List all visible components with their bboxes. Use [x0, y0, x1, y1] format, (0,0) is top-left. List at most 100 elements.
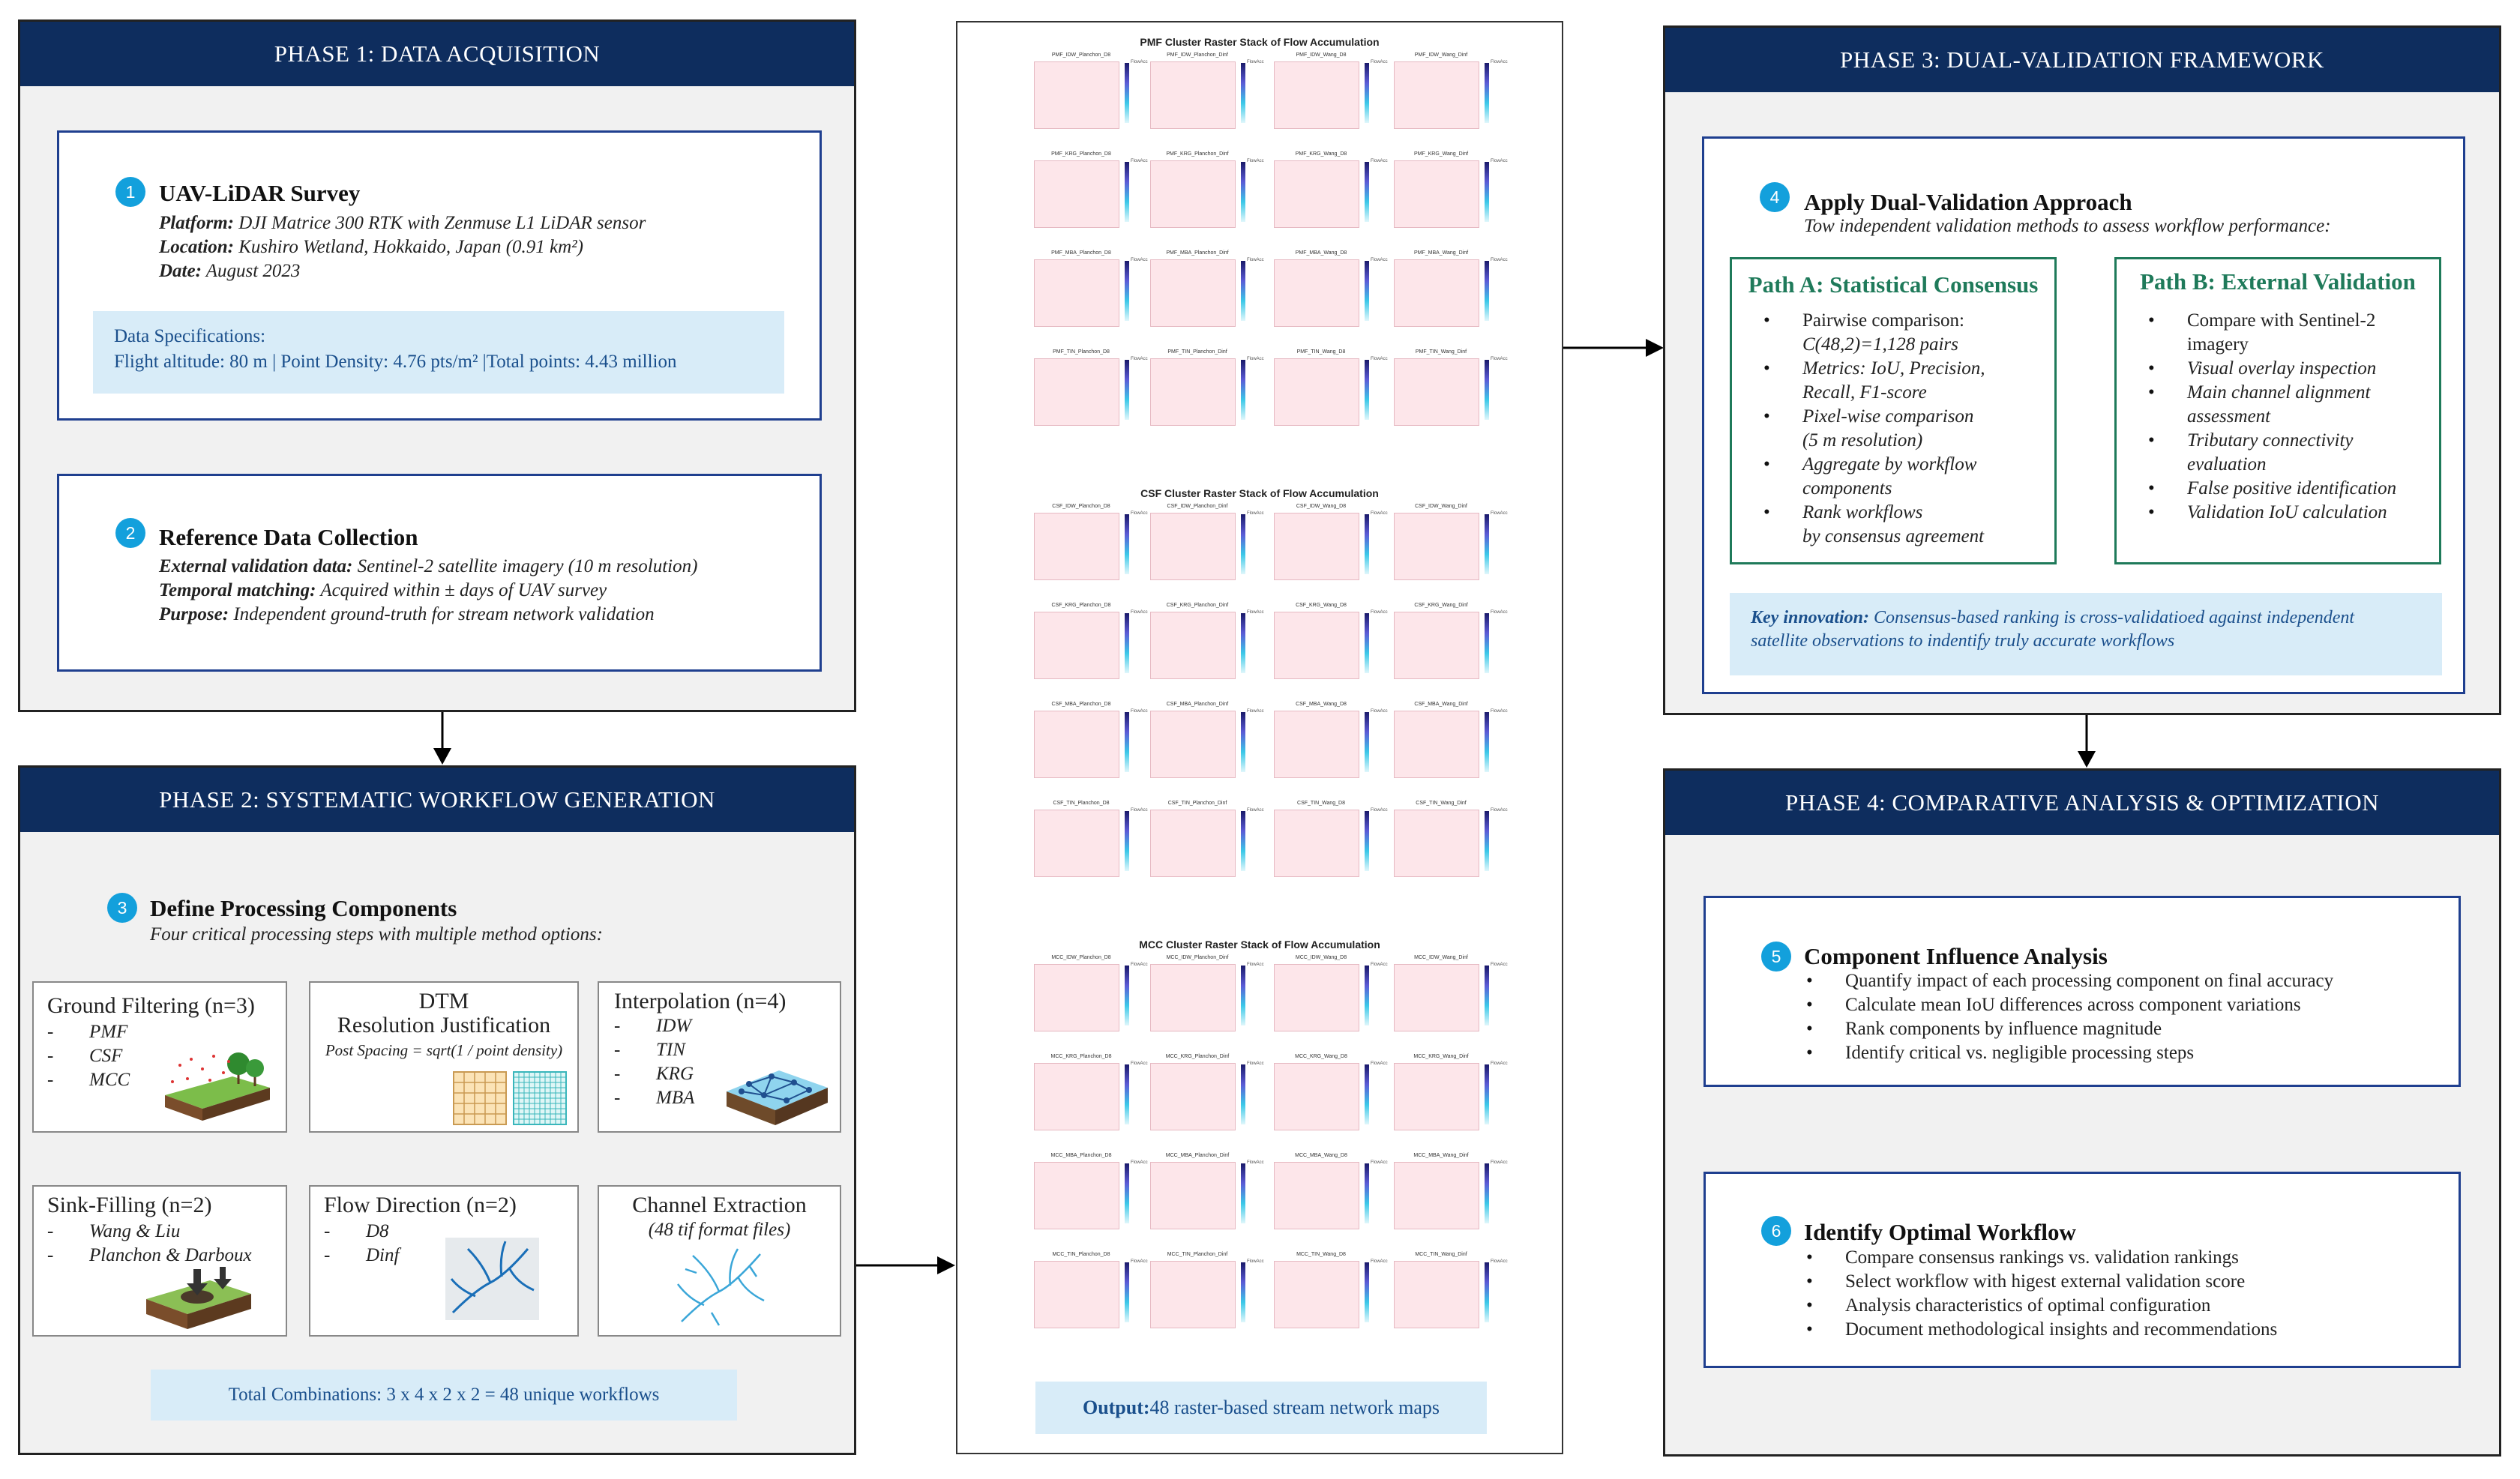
path-b-line-3: Visual overlay inspection — [2187, 358, 2377, 379]
interpolation-box: Interpolation (n=4) - IDW - TIN - KRG - … — [598, 981, 841, 1133]
raster-thumbnail-label: MCC_TIN_Planchon_Dinf — [1167, 1252, 1228, 1257]
colorbar — [1241, 1163, 1245, 1223]
raster-thumbnail-label: CSF_MBA_Planchon_Dinf — [1166, 702, 1229, 707]
raster-plot-area — [1274, 711, 1359, 778]
colorbar — [1485, 63, 1489, 123]
c6-item-3: Analysis characteristics of optimal conf… — [1845, 1295, 2211, 1316]
processing-components-subtitle: Four critical processing steps with mult… — [150, 924, 603, 945]
colorbar-label: FlowAcc — [1131, 1259, 1148, 1264]
path-a-line-9: Rank workflows — [1802, 502, 1923, 522]
raster-plot-area — [1034, 358, 1119, 426]
raster-thumbnail-label: CSF_KRG_Planchon_D8 — [1051, 603, 1111, 608]
c6-item-1: Compare consensus rankings vs. validatio… — [1845, 1247, 2239, 1268]
bullet-mark: • — [1763, 406, 1770, 427]
raster-plot-area — [1394, 1063, 1479, 1130]
processing-components-title: Define Processing Components — [150, 895, 457, 921]
colorbar-label: FlowAcc — [1371, 258, 1388, 262]
colorbar — [1365, 613, 1369, 673]
colorbar — [1241, 162, 1245, 222]
colorbar-label: FlowAcc — [1371, 357, 1388, 361]
ground-item-1: PMF — [89, 1022, 128, 1042]
phase1-header: PHASE 1: DATA ACQUISITION — [20, 22, 854, 86]
raster-stack-title: CSF Cluster Raster Stack of Flow Accumul… — [1140, 487, 1379, 499]
bullet-mark: • — [1763, 310, 1770, 331]
raster-thumbnail-label: MCC_MBA_Wang_D8 — [1295, 1153, 1347, 1158]
ground-filtering-title: Ground Filtering (n=3) — [47, 993, 255, 1018]
raster-thumbnail-label: CSF_TIN_Wang_D8 — [1297, 801, 1345, 806]
phase1-panel: PHASE 1: DATA ACQUISITION 1 UAV-LiDAR Su… — [18, 19, 856, 712]
colorbar-label: FlowAcc — [1247, 159, 1264, 163]
raster-plot-area — [1034, 1261, 1119, 1328]
raster-thumbnail-label: PMF_IDW_Wang_D8 — [1296, 52, 1347, 58]
path-a-title: Path A: Statistical Consensus — [1748, 271, 2039, 298]
arrow-output-to-phase3 — [1563, 339, 1664, 357]
colorbar — [1241, 261, 1245, 321]
channel-extraction-subtitle: (48 tif format files) — [648, 1220, 791, 1240]
raster-stack-title: PMF Cluster Raster Stack of Flow Accumul… — [1140, 36, 1380, 48]
colorbar-label: FlowAcc — [1491, 1259, 1508, 1264]
colorbar — [1125, 811, 1129, 871]
raster-thumbnail-label: MCC_KRG_Planchon_Dinf — [1165, 1054, 1230, 1059]
sink-item-1: Wang & Liu — [89, 1221, 181, 1241]
colorbar — [1241, 966, 1245, 1025]
dual-validation-subtitle: Tow independent validation methods to as… — [1804, 216, 2331, 236]
colorbar-label: FlowAcc — [1491, 709, 1508, 714]
temporal-matching-line: Temporal matching: Acquired within ± day… — [159, 580, 607, 600]
bullet-mark: • — [1806, 1019, 1813, 1039]
raster-thumbnail-label: PMF_TIN_Wang_D8 — [1296, 349, 1346, 355]
bullet-mark: • — [1806, 995, 1813, 1015]
colorbar — [1365, 261, 1369, 321]
bullet-mark: • — [2148, 478, 2155, 498]
raster-plot-area — [1034, 1063, 1119, 1130]
raster-plot-area — [1274, 358, 1359, 426]
raster-thumbnail-label: CSF_MBA_Wang_Dinf — [1414, 702, 1468, 707]
channel-extraction-box: Channel Extraction (48 tif format files) — [598, 1185, 841, 1337]
dash-mark: - — [47, 1070, 54, 1090]
c6-item-2: Select workflow with higest external val… — [1845, 1271, 2246, 1292]
colorbar-label: FlowAcc — [1247, 610, 1264, 615]
raster-thumbnail-label: PMF_KRG_Wang_Dinf — [1413, 151, 1469, 157]
path-b-line-9: Validation IoU calculation — [2187, 502, 2387, 522]
colorbar-label: FlowAcc — [1371, 709, 1388, 714]
raster-plot-area — [1150, 810, 1236, 877]
colorbar — [1241, 63, 1245, 123]
raster-thumbnail-label: CSF_IDW_Planchon_Dinf — [1167, 504, 1228, 509]
raster-thumbnail-label: MCC_TIN_Wang_D8 — [1296, 1252, 1346, 1257]
colorbar — [1485, 1064, 1489, 1124]
colorbar — [1485, 514, 1489, 574]
raster-thumbnail-label: CSF_TIN_Planchon_Dinf — [1167, 801, 1227, 806]
step-3-badge: 3 — [107, 893, 137, 923]
raster-plot-area — [1394, 810, 1479, 877]
colorbar-label: FlowAcc — [1131, 159, 1148, 163]
raster-thumbnail-label: CSF_KRG_Wang_Dinf — [1414, 603, 1468, 608]
colorbar-label: FlowAcc — [1247, 357, 1264, 361]
colorbar-label: FlowAcc — [1131, 963, 1148, 967]
raster-plot-area — [1034, 711, 1119, 778]
bullet-mark: • — [1763, 454, 1770, 475]
sink-item-2: Planchon & Darboux — [89, 1245, 252, 1265]
colorbar-label: FlowAcc — [1131, 357, 1148, 361]
bullet-mark: • — [2148, 358, 2155, 379]
colorbar — [1485, 811, 1489, 871]
raster-thumbnail-label: PMF_MBA_Wang_D8 — [1295, 250, 1347, 256]
raster-plot-area — [1394, 711, 1479, 778]
bullet-mark: • — [2148, 310, 2155, 331]
path-a-line-4: Recall, F1-score — [1802, 382, 1927, 403]
reference-data-card: 2 Reference Data Collection External val… — [57, 474, 822, 672]
